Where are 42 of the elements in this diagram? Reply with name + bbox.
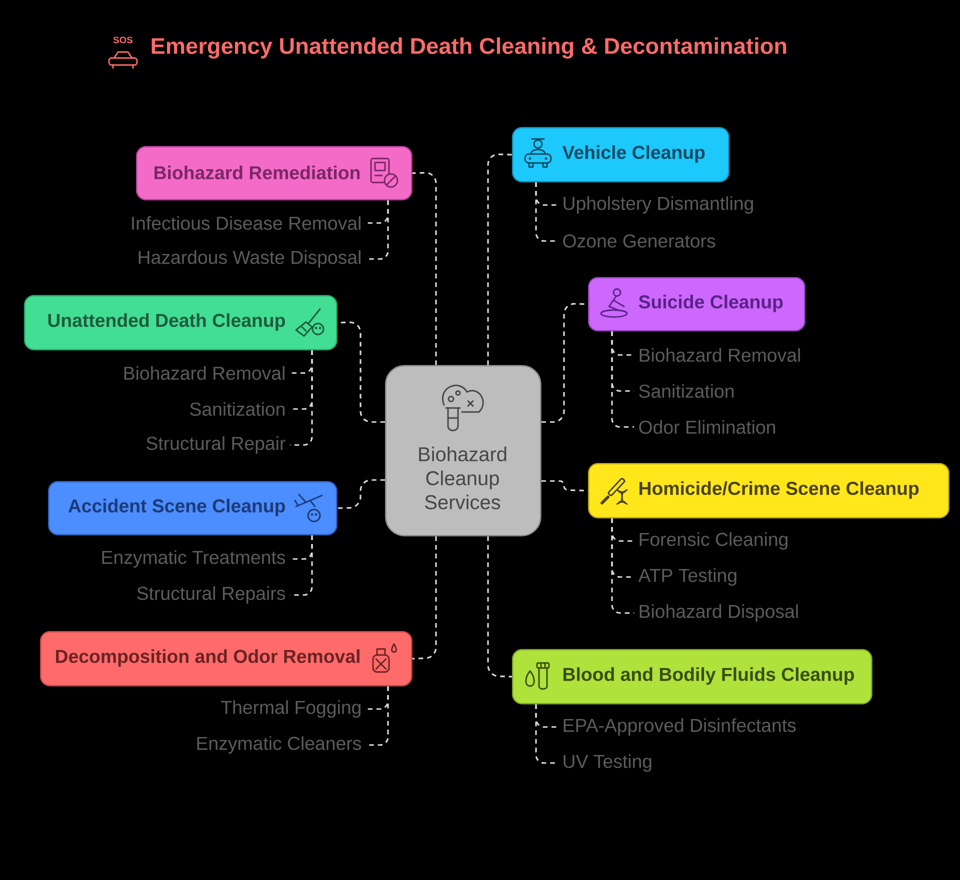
service-box: Blood and Bodily Fluids Cleanup <box>512 649 872 704</box>
connector <box>535 182 558 242</box>
list-item: Forensic Cleaning <box>640 532 788 550</box>
connector <box>412 172 437 365</box>
list-item: Odor Elimination <box>639 420 776 434</box>
list-item: Ozone Generators <box>563 234 716 248</box>
list-item: ATP Testing <box>638 568 736 586</box>
list-item: Sanitization <box>190 402 285 416</box>
list-item: Enzymatic Cleaners <box>197 736 362 754</box>
list-item: EPA-Approved Disinfectants <box>564 718 796 736</box>
list-item: Upholstery Dismantling <box>564 196 753 214</box>
list-item: Biohazard Disposal <box>640 604 798 622</box>
hub-box: Biohazard Cleanup Services <box>385 365 542 536</box>
list-item: Infectious Disease Removal <box>132 216 360 230</box>
list-item: Thermal Fogging <box>221 700 360 718</box>
connector <box>412 536 437 660</box>
service-box: Suicide Cleanup <box>588 277 806 332</box>
icon-label: SOS <box>113 36 132 44</box>
connector <box>487 536 512 678</box>
connector <box>366 686 389 746</box>
service-box: Vehicle Cleanup <box>512 127 730 182</box>
title: Emergency Unattended Death Cleaning & Decontamination <box>152 37 786 59</box>
connector <box>290 350 313 446</box>
list-item: Biohazard Removal <box>640 348 800 362</box>
list-item: UV Testing <box>564 754 652 772</box>
list-item: Biohazard Removal <box>124 366 284 380</box>
connector <box>611 518 634 614</box>
list-item: Structural Repairs <box>137 586 286 604</box>
list-item: Enzymatic Treatments <box>102 550 286 568</box>
service-box: Unattended Death Cleanup <box>24 295 338 350</box>
service-box: Decomposition and Odor Removal <box>40 631 412 686</box>
connector <box>535 704 558 764</box>
connector <box>487 153 512 365</box>
connector <box>366 200 389 260</box>
service-box: Homicide/Crime Scene Cleanup <box>588 463 950 518</box>
connector <box>611 331 634 428</box>
connector <box>337 479 385 509</box>
service-box: Accident Scene Cleanup <box>48 481 338 536</box>
list-item: Sanitization <box>639 384 734 398</box>
list-item: Structural Repair <box>146 436 286 454</box>
list-item: Hazardous Waste Disposal <box>138 250 360 268</box>
service-box: Biohazard Remediation <box>136 146 412 200</box>
